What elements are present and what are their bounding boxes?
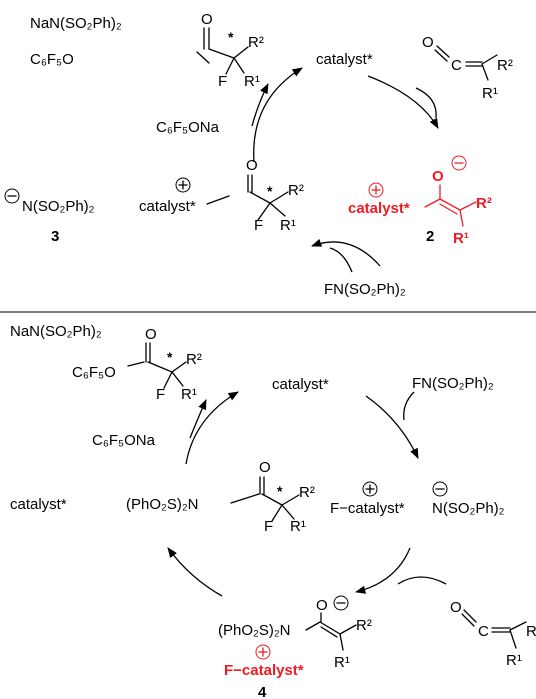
top-enolate-O: O xyxy=(432,168,444,185)
bottom-product-R2: R² xyxy=(186,351,202,368)
bottom-product-ester-bonds xyxy=(127,342,187,389)
bottom-fluorocatalyst-positive-charge xyxy=(362,481,378,497)
bottom-anion: N(SO₂Ph)₂ xyxy=(432,500,505,517)
bottom-ketene-C: C xyxy=(478,623,489,640)
bottom-product-F: F xyxy=(156,386,165,403)
top-enolate-positive-charge xyxy=(368,182,384,198)
bottom-enolate-group: (PhO₂S)₂N xyxy=(218,622,291,639)
bottom-amide-stereo-mark: * xyxy=(277,483,283,499)
bottom-arrow-fluorocatalyst-to-enolate xyxy=(354,547,411,594)
bottom-arrow-ketene-in xyxy=(397,576,447,585)
bottom-cycle: NaN(SO₂Ph)₂ C₆F₅O O * R² F R¹ catalyst* … xyxy=(10,323,536,699)
bottom-product-carbonyl-O: O xyxy=(145,326,157,343)
top-byproduct: C₆F₅ONa xyxy=(156,119,220,136)
bottom-fluorinating-agent: FN(SO₂Ph)₂ xyxy=(412,375,494,392)
bottom-ketene-R1: R¹ xyxy=(506,652,522,669)
bottom-amide-F: F xyxy=(264,518,273,535)
bottom-ketene-R-truncated: R xyxy=(526,623,536,640)
top-product-salt: NaN(SO₂Ph)₂ xyxy=(30,15,122,32)
bottom-catalyst-left: catalyst* xyxy=(10,496,67,513)
bottom-enolate-label: 4 xyxy=(258,684,267,699)
top-enolate-negative-charge xyxy=(451,155,467,171)
top-cycle: NaN(SO₂Ph)₂ C₆F₅O O * R² F R¹ catalyst* … xyxy=(4,11,513,298)
top-ketene-O: O xyxy=(422,34,434,51)
top-acyl-R1: R¹ xyxy=(280,217,296,234)
top-product-stereo-mark: * xyxy=(228,29,234,45)
bottom-product-salt: NaN(SO₂Ph)₂ xyxy=(10,323,102,340)
top-acyl-F: F xyxy=(254,217,263,234)
bottom-arrow-product-out xyxy=(189,399,207,439)
top-catalyst: catalyst* xyxy=(316,51,373,68)
top-product-carbonyl-O: O xyxy=(201,11,213,28)
top-ketene-C: C xyxy=(451,57,462,74)
bottom-byproduct: C₆F₅ONa xyxy=(92,432,156,449)
bottom-arrow-amide-to-catalyst xyxy=(185,391,239,465)
bottom-amide-group: (PhO₂S)₂N xyxy=(126,496,199,513)
top-acyl-catalyst: catalyst* xyxy=(139,198,196,215)
bottom-enolate-positive-charge xyxy=(255,644,271,660)
top-enolate-R2: R² xyxy=(476,195,492,212)
bottom-anion-negative-charge xyxy=(432,481,448,497)
bottom-amide-R1: R¹ xyxy=(290,518,306,535)
bottom-enolate-negative-charge xyxy=(333,595,349,611)
bottom-amide-bonds xyxy=(230,476,300,522)
bottom-amide-R2: R² xyxy=(299,484,315,501)
top-enolate-label: 2 xyxy=(426,228,434,245)
top-product-ester-bonds xyxy=(196,27,249,75)
bottom-cycle-arrows xyxy=(167,391,447,597)
bottom-enolate-bonds xyxy=(305,612,357,651)
top-acyl-positive-charge xyxy=(175,177,191,193)
top-anion-negative-charge xyxy=(4,188,20,204)
bottom-enolate-catalyst: F−catalyst* xyxy=(224,662,304,679)
bottom-amide-O: O xyxy=(259,459,271,476)
top-arrow-ketene-in xyxy=(415,87,437,119)
bottom-ketene-O: O xyxy=(450,599,462,616)
bottom-product-stereo-mark: * xyxy=(167,349,173,365)
bottom-enolate-R1: R¹ xyxy=(334,654,350,671)
top-acyl-label: 3 xyxy=(51,228,59,245)
top-acyl-O: O xyxy=(246,157,258,174)
top-acyl-R2: R² xyxy=(288,182,304,199)
top-enolate-bonds xyxy=(424,184,477,227)
top-enolate-catalyst: catalyst* xyxy=(348,200,410,217)
bottom-catalyst: catalyst* xyxy=(272,376,329,393)
bottom-arrow-fluorinating-in xyxy=(403,391,415,421)
top-product-F: F xyxy=(218,73,227,90)
top-ketene-R2: R² xyxy=(497,57,513,74)
top-arrow-enolate-to-acyl xyxy=(311,238,381,267)
bottom-enolate-R2: R² xyxy=(356,617,372,634)
bottom-fluoro-catalyst: F−catalyst* xyxy=(330,500,405,517)
top-cycle-arrows xyxy=(251,67,439,273)
bottom-product-R1: R¹ xyxy=(181,386,197,403)
bottom-arrow-catalyst-to-fluorocatalyst xyxy=(365,395,419,459)
bottom-ketene-bonds xyxy=(461,609,527,649)
top-product-ester-group: C₆F₅O xyxy=(30,51,74,68)
top-fluorinating-agent: FN(SO₂Ph)₂ xyxy=(324,281,406,298)
top-acyl-bonds xyxy=(206,174,289,221)
top-anion: N(SO₂Ph)₂ xyxy=(22,198,95,215)
top-ketene-bonds xyxy=(434,45,498,81)
bottom-enolate-O: O xyxy=(316,597,328,614)
top-enolate-R1: R¹ xyxy=(453,230,469,247)
top-arrow-product-out xyxy=(251,83,269,127)
top-ketene-R1: R¹ xyxy=(482,85,498,102)
bottom-product-ester-group: C₆F₅O xyxy=(72,364,116,381)
bottom-arrow-enolate-to-amide xyxy=(167,547,223,597)
top-product-R1: R¹ xyxy=(244,73,260,90)
top-arrow-acyl-to-catalyst xyxy=(253,67,303,163)
top-product-R2: R² xyxy=(248,34,264,51)
top-arrow-catalyst-to-enolate xyxy=(367,75,439,129)
top-arrow-fluorinating-in xyxy=(329,247,353,273)
top-acyl-stereo-mark: * xyxy=(267,183,273,199)
